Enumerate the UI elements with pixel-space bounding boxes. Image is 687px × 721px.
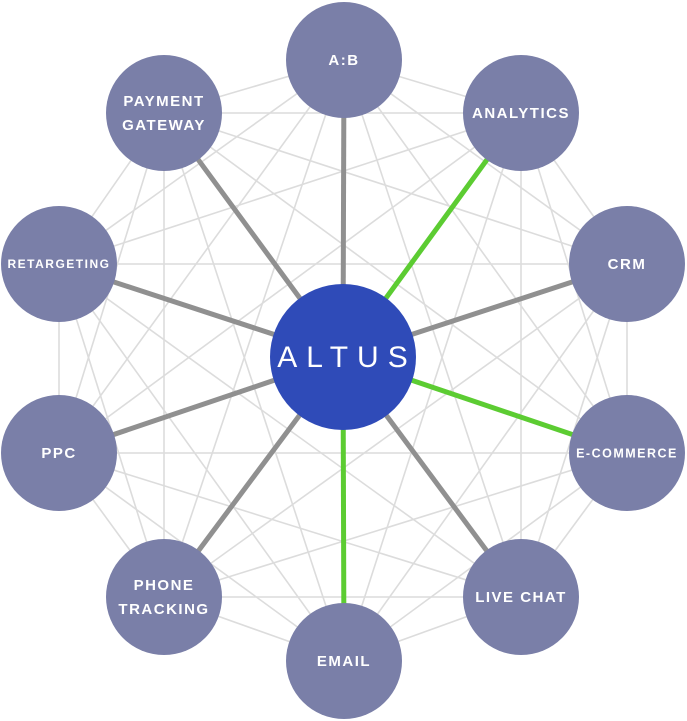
node-label: GATEWAY bbox=[122, 117, 206, 134]
node-circle bbox=[286, 2, 402, 118]
mesh-line bbox=[163, 112, 628, 265]
node-email: EMAIL bbox=[286, 603, 402, 719]
node-label: TRACKING bbox=[118, 601, 209, 618]
node-crm: CRM bbox=[569, 206, 685, 322]
mesh-line bbox=[58, 452, 522, 598]
node-ppc: PPC bbox=[1, 395, 117, 511]
node-ab: A:B bbox=[286, 2, 402, 118]
node-label: CRM bbox=[608, 256, 647, 273]
node-circle bbox=[106, 55, 222, 171]
node-label: PHONE bbox=[134, 577, 195, 594]
node-live-chat: LIVE CHAT bbox=[463, 539, 579, 655]
node-circle bbox=[1, 395, 117, 511]
mesh-line bbox=[163, 452, 628, 598]
node-circle bbox=[463, 55, 579, 171]
hub-circle bbox=[270, 284, 416, 430]
node-label: EMAIL bbox=[317, 653, 371, 670]
node-label: ANALYTICS bbox=[472, 105, 570, 122]
hub: ALTUS bbox=[270, 284, 416, 430]
node-label: PPC bbox=[41, 445, 76, 462]
node-label: A:B bbox=[328, 52, 359, 69]
node-analytics: ANALYTICS bbox=[463, 55, 579, 171]
hub-label: ALTUS bbox=[277, 341, 416, 374]
node-circle bbox=[1, 206, 117, 322]
node-payment-gateway: PAYMENT GATEWAY bbox=[106, 55, 222, 171]
node-label: LIVE CHAT bbox=[475, 589, 567, 606]
mesh-line bbox=[58, 59, 345, 454]
node-label: E-COMMERCE bbox=[576, 446, 678, 460]
node-ecommerce: E-COMMERCE bbox=[569, 395, 685, 511]
mesh-line bbox=[58, 263, 345, 662]
mesh-line bbox=[343, 263, 628, 662]
node-circle bbox=[569, 206, 685, 322]
mesh-line bbox=[343, 59, 628, 454]
node-retargeting: RETARGETING bbox=[1, 206, 117, 322]
node-label: RETARGETING bbox=[8, 257, 111, 271]
node-label: PAYMENT bbox=[123, 93, 204, 110]
node-phone-tracking: PHONE TRACKING bbox=[106, 539, 222, 655]
mesh-line bbox=[58, 112, 522, 265]
node-circle bbox=[286, 603, 402, 719]
node-circle bbox=[463, 539, 579, 655]
node-circle bbox=[569, 395, 685, 511]
node-circle bbox=[106, 539, 222, 655]
